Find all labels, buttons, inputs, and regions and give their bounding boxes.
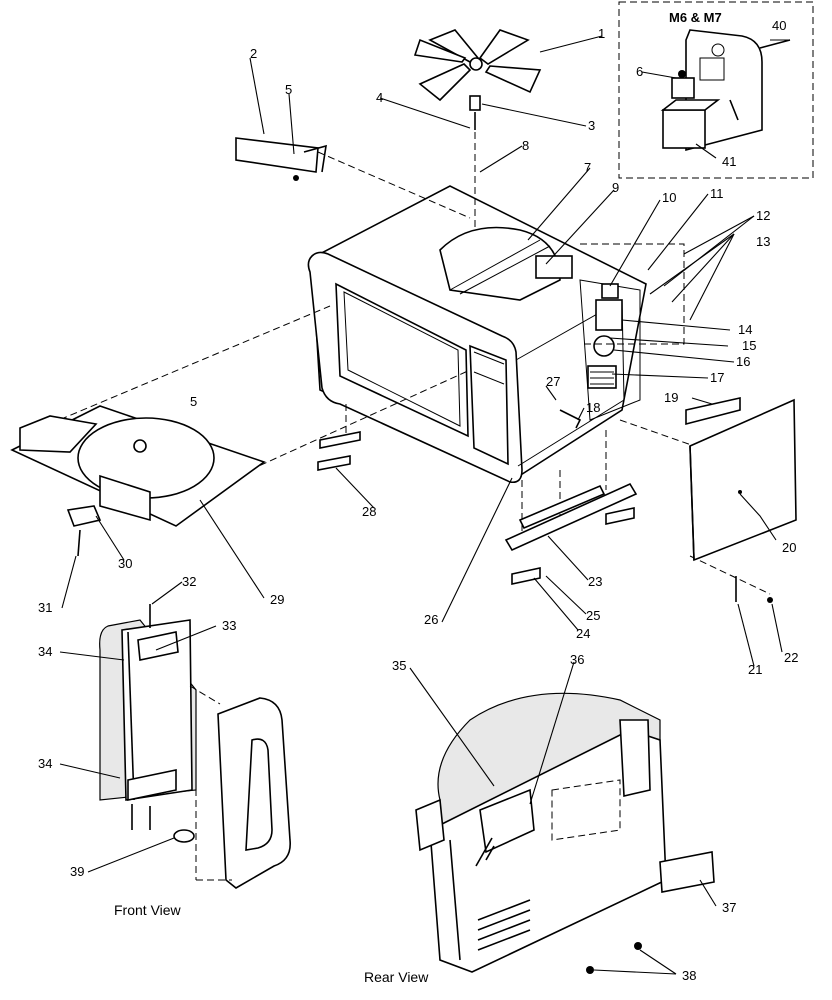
hv-callout-box xyxy=(580,243,685,345)
callout-40: 40 xyxy=(772,18,786,33)
callout-27: 27 xyxy=(546,374,560,389)
base-plate xyxy=(10,405,266,557)
inset-bracket xyxy=(699,57,725,81)
inset-bolt xyxy=(711,43,725,57)
callout-1: 1 xyxy=(598,26,605,41)
front-view: Front View xyxy=(99,604,291,918)
foot-rails xyxy=(317,397,741,585)
part-25 xyxy=(504,482,638,552)
part-33 xyxy=(137,631,179,661)
door-window xyxy=(335,282,469,438)
callout-18: 18 xyxy=(586,400,600,415)
callout-26: 26 xyxy=(424,612,438,627)
callout-17: 17 xyxy=(710,370,724,385)
callout-11: 11 xyxy=(710,186,724,201)
callout-5-top: 5 xyxy=(285,82,292,97)
callout-29: 29 xyxy=(270,592,284,607)
leader-lines xyxy=(59,35,790,975)
callout-38: 38 xyxy=(682,968,696,983)
callout-14: 14 xyxy=(738,322,752,337)
microwave-cabinet xyxy=(307,185,685,484)
callout-22: 22 xyxy=(784,650,798,665)
callout-23: 23 xyxy=(588,574,602,589)
inset-m6-m7: M6 & M7 xyxy=(618,1,814,179)
callout-31: 31 xyxy=(38,600,52,615)
callout-20: 20 xyxy=(782,540,796,555)
callout-39: 39 xyxy=(70,864,84,879)
part-9 xyxy=(535,255,573,279)
fan-blade xyxy=(413,29,542,130)
part-18 xyxy=(559,409,582,429)
inset-frame xyxy=(618,1,814,179)
callout-8: 8 xyxy=(522,138,529,153)
callout-4: 4 xyxy=(376,90,383,105)
callout-21: 21 xyxy=(748,662,762,677)
callout-32: 32 xyxy=(182,574,196,589)
callout-24: 24 xyxy=(576,626,590,641)
part-37 xyxy=(659,851,715,893)
part-36 xyxy=(479,788,535,854)
air-duct xyxy=(235,137,327,181)
part-24 xyxy=(511,567,541,585)
rear-view: Rear View xyxy=(364,692,715,985)
callout-numbers: 1 2 3 4 5 5 6 7 8 9 10 11 12 13 14 15 16… xyxy=(38,18,798,983)
callout-13: 13 xyxy=(756,234,770,249)
outer-case xyxy=(689,398,797,603)
part-14 xyxy=(595,299,623,331)
part-31 xyxy=(77,529,81,557)
part-10 xyxy=(601,283,619,299)
inset-capacitor xyxy=(671,77,695,99)
inset-transformer-top xyxy=(660,99,721,111)
callout-16: 16 xyxy=(736,354,750,369)
callout-2: 2 xyxy=(250,46,257,61)
inset-transformer xyxy=(662,109,706,149)
callout-33: 33 xyxy=(222,618,236,633)
rear-vents xyxy=(477,899,531,951)
part-17 xyxy=(587,365,617,389)
inset-screw-40 xyxy=(759,39,791,49)
callout-9: 9 xyxy=(612,180,619,195)
part-16 xyxy=(593,335,615,357)
callout-7: 7 xyxy=(584,160,591,175)
callout-10: 10 xyxy=(662,190,676,205)
callout-36: 36 xyxy=(570,652,584,667)
part-39 xyxy=(173,829,195,843)
inset-title: M6 & M7 xyxy=(669,10,722,25)
part-19 xyxy=(685,397,741,426)
callout-6: 6 xyxy=(636,64,643,79)
assembly-lines xyxy=(39,132,771,595)
front-view-label: Front View xyxy=(114,902,182,918)
callout-3: 3 xyxy=(588,118,595,133)
callout-41: 41 xyxy=(722,154,736,169)
part-30 xyxy=(66,505,102,527)
callout-35: 35 xyxy=(392,658,406,673)
callout-37: 37 xyxy=(722,900,736,915)
callout-28: 28 xyxy=(362,504,376,519)
turntable xyxy=(77,417,215,499)
callout-34-top: 34 xyxy=(38,644,52,659)
callout-5-base: 5 xyxy=(190,394,197,409)
rear-view-label: Rear View xyxy=(364,969,429,985)
fan-shaft-3 xyxy=(469,95,481,111)
part-22 xyxy=(767,597,773,603)
callout-15: 15 xyxy=(742,338,756,353)
inset-screw-6 xyxy=(678,70,686,78)
control-panel xyxy=(469,344,509,466)
callout-25: 25 xyxy=(586,608,600,623)
callout-19: 19 xyxy=(664,390,678,405)
callout-12: 12 xyxy=(756,208,770,223)
callout-34-bottom: 34 xyxy=(38,756,52,771)
inset-slot xyxy=(729,99,739,121)
callout-30: 30 xyxy=(118,556,132,571)
